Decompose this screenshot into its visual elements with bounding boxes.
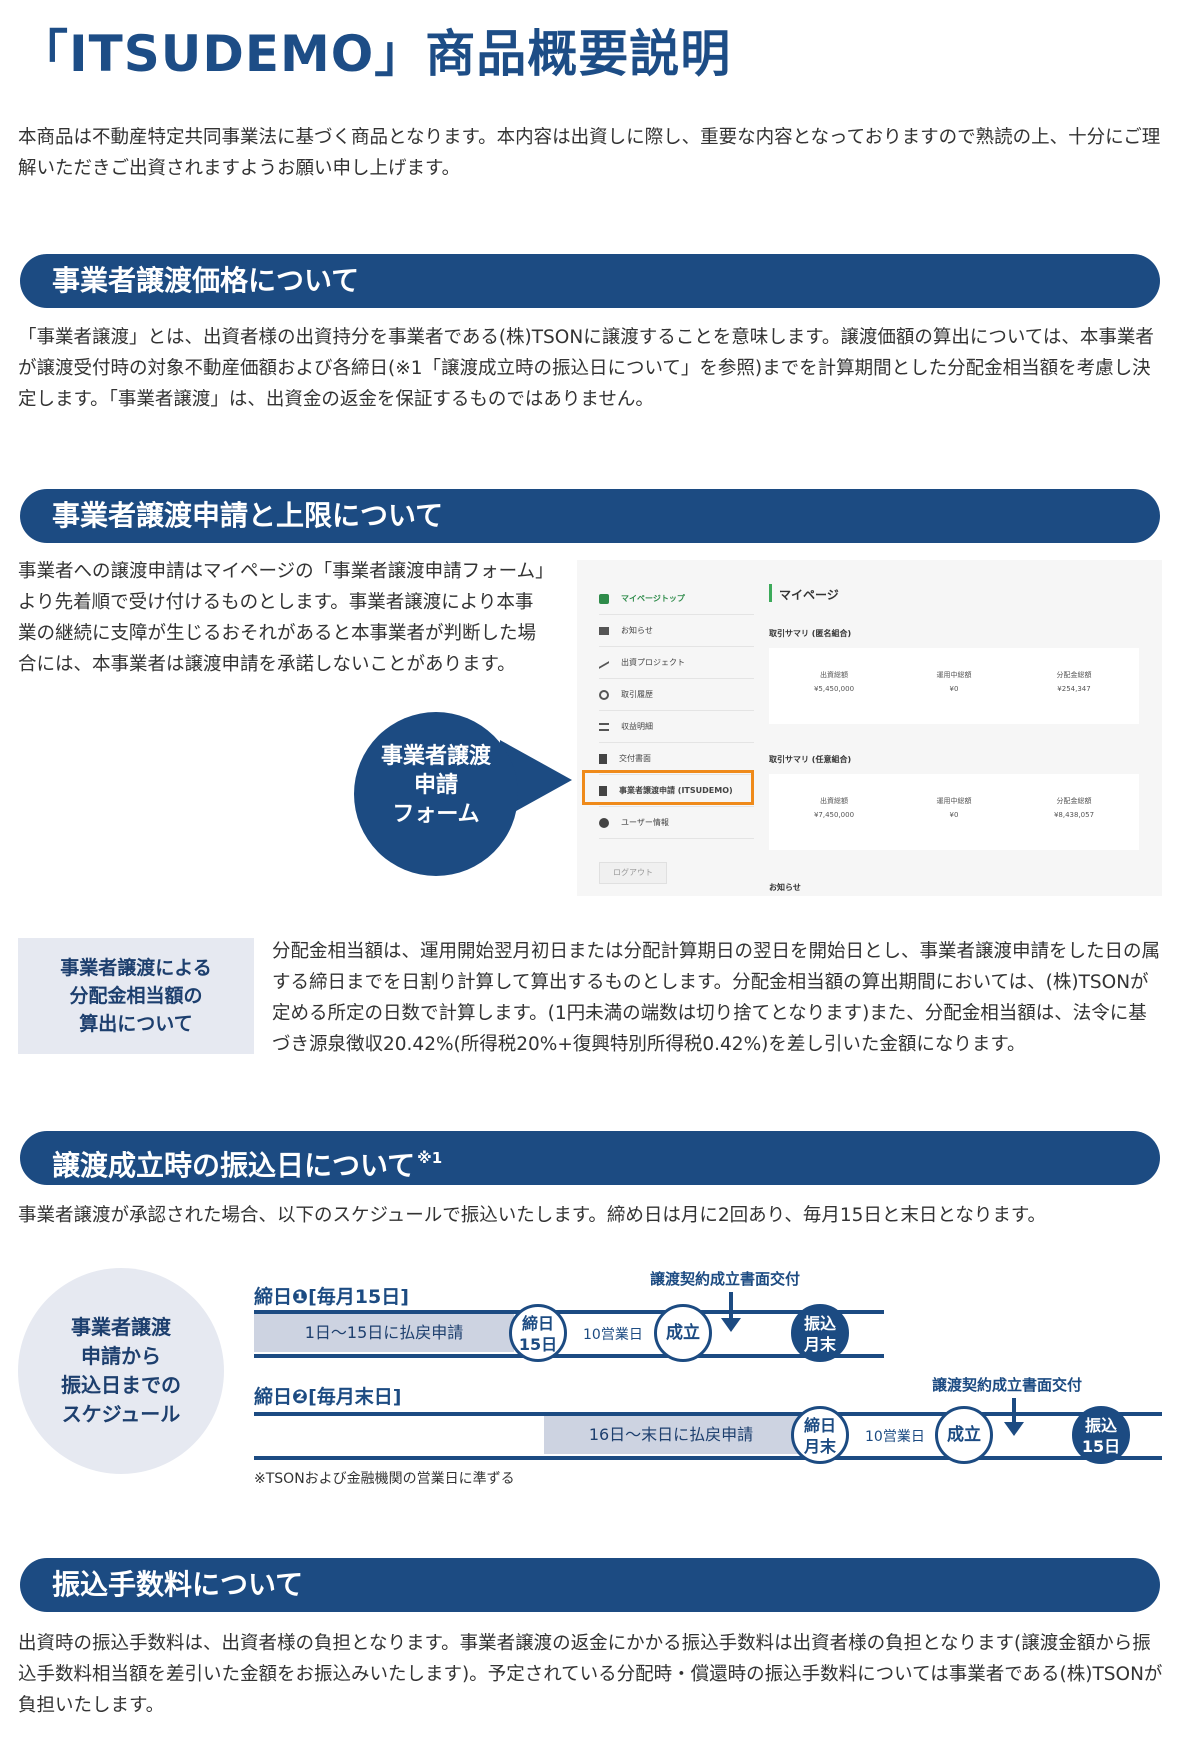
mail-icon xyxy=(599,626,609,635)
timeline-line xyxy=(254,1456,1162,1460)
business-days-2: 10営業日 xyxy=(865,1426,925,1446)
summary-label-anonymous: 取引サマリ (匿名組合) xyxy=(769,629,852,638)
menu-item-history[interactable]: 取引履歴 xyxy=(599,679,754,711)
transfer-fee-text: 出資時の振込手数料は、出資者様の負担となります。事業者譲渡の返金にかかる振込手数… xyxy=(18,1633,1163,1716)
arrow-down-icon xyxy=(721,1318,741,1332)
application-limit-text: 事業者への譲渡申請はマイページの「事業者譲渡申請フォーム」より先着順で受け付ける… xyxy=(18,561,545,675)
document-icon xyxy=(599,753,607,764)
document-icon xyxy=(599,785,607,796)
timeline-line xyxy=(254,1310,884,1314)
summary-col: 分配金総額¥254,347 xyxy=(1056,671,1092,693)
menu-item-documents[interactable]: 交付書面 xyxy=(599,743,754,775)
home-icon xyxy=(599,593,609,604)
list-icon xyxy=(599,722,609,731)
mypage-heading: マイページ xyxy=(779,588,839,602)
arrow-shaft xyxy=(1012,1398,1016,1424)
distribution-label: 事業者譲渡による 分配金相当額の 算出について xyxy=(18,938,254,1054)
payment-end-month-circle: 振込月末 xyxy=(791,1304,849,1362)
cutoff-1-title: 締日❶[毎月15日] xyxy=(254,1286,409,1308)
section-heading-transfer-price: 事業者譲渡価格について xyxy=(20,254,1160,308)
summary-col: 運用中総額¥0 xyxy=(936,671,972,693)
heading-accent-bar xyxy=(769,584,772,602)
delivery-note-1: 譲渡契約成立書面交付 xyxy=(650,1270,801,1288)
distribution-text: 分配金相当額は、運用開始翌月初日または分配計算期日の翌日を開始日とし、事業者譲渡… xyxy=(272,941,1161,1055)
schedule-circle: 事業者譲渡 申請から 振込日までの スケジュール xyxy=(18,1268,224,1474)
section-heading-text: 事業者譲渡申請と上限について xyxy=(52,499,444,532)
highlight-box xyxy=(582,770,754,805)
menu-item-news[interactable]: お知らせ xyxy=(599,615,754,647)
application-period-2: 16日〜末日に払戻申請 xyxy=(544,1416,798,1454)
section-heading-application-limit: 事業者譲渡申請と上限について xyxy=(20,489,1160,543)
clock-icon xyxy=(599,689,609,700)
transfer-price-text: 「事業者譲渡」とは、出資者様の出資持分を事業者である(株)TSONに譲渡すること… xyxy=(18,327,1154,410)
section-heading-transfer-fee: 振込手数料について xyxy=(20,1558,1160,1612)
summary-col: 運用中総額¥0 xyxy=(936,797,972,819)
user-icon xyxy=(599,817,609,828)
mypage-screenshot: マイページ マイページトップ お知らせ 出資プロジェクト 取引履歴 収益明細 交… xyxy=(577,560,1162,896)
menu-item-transfer-application[interactable]: 事業者譲渡申請 (ITSUDEMO) xyxy=(599,775,754,807)
trend-icon xyxy=(599,656,609,669)
summary-label-voluntary: 取引サマリ (任意組合) xyxy=(769,755,852,764)
cutoff-2-title: 締日❷[毎月末日] xyxy=(254,1386,402,1408)
section-heading-payment-date: 譲渡成立時の振込日について※1 xyxy=(20,1131,1160,1185)
arrow-shaft xyxy=(729,1292,733,1320)
timeline-line xyxy=(254,1412,1162,1416)
section-heading-text: 事業者譲渡価格について xyxy=(52,264,360,297)
summary-col: 出資総額¥5,450,000 xyxy=(813,671,855,693)
summary-col: 出資総額¥7,450,000 xyxy=(813,797,855,819)
news-label: お知らせ xyxy=(769,883,801,892)
menu-item-projects[interactable]: 出資プロジェクト xyxy=(599,647,754,679)
timeline-line xyxy=(254,1354,884,1358)
delivery-note-2: 譲渡契約成立書面交付 xyxy=(932,1376,1083,1394)
footnote-mark: ※1 xyxy=(417,1149,443,1167)
application-period-1: 1日〜15日に払戻申請 xyxy=(254,1314,514,1352)
business-days-1: 10営業日 xyxy=(583,1324,643,1344)
intro-text: 本商品は不動産特定共同事業法に基づく商品となります。本内容は出資しに際し、重要な… xyxy=(18,127,1161,179)
menu-item-earnings[interactable]: 収益明細 xyxy=(599,711,754,743)
established-circle-2: 成立 xyxy=(935,1406,993,1464)
page-title: 「ITSUDEMO」商品概要説明 xyxy=(18,25,732,83)
summary-card-anonymous: 出資総額¥5,450,000 運用中総額¥0 分配金総額¥254,347 xyxy=(769,648,1139,724)
cutoff-end-month-circle: 締日月末 xyxy=(791,1406,849,1464)
payment-date-text: 事業者譲渡が承認された場合、以下のスケジュールで振込いたします。締め日は月に2回… xyxy=(18,1205,1047,1226)
logout-button[interactable]: ログアウト xyxy=(599,862,667,884)
section-heading-text: 譲渡成立時の振込日について xyxy=(52,1149,416,1182)
schedule-footnote: ※TSONおよび金融機関の営業日に準ずる xyxy=(254,1471,515,1487)
menu-item-mypage-top[interactable]: マイページトップ xyxy=(599,583,754,615)
section-heading-text: 振込手数料について xyxy=(52,1568,304,1601)
summary-col: 分配金総額¥8,438,057 xyxy=(1053,797,1095,819)
summary-card-voluntary: 出資総額¥7,450,000 運用中総額¥0 分配金総額¥8,438,057 xyxy=(769,774,1139,850)
arrow-down-icon xyxy=(1004,1422,1024,1436)
established-circle-1: 成立 xyxy=(654,1304,712,1362)
menu-item-user-info[interactable]: ユーザー情報 xyxy=(599,807,754,839)
transfer-form-callout: 事業者譲渡 申請 フォーム xyxy=(354,712,518,876)
